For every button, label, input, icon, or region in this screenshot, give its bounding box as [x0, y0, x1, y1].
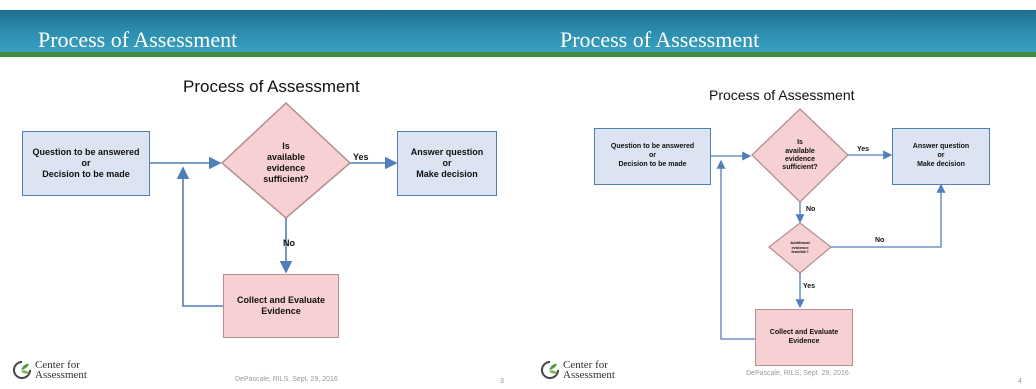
slide-header: Process of Assessment [518, 10, 1036, 52]
decision-diamond-text: Is available evidence sufficient? [236, 128, 336, 198]
answer-box: Answer question or Make decision [892, 128, 990, 185]
question-box-line-2: or [649, 152, 656, 160]
header-accent-bar [518, 52, 1036, 57]
question-box: Question to be answered or Decision to b… [22, 131, 150, 196]
logo-text-line-2: Assessment [563, 369, 615, 381]
question-box-line-3: Decision to be made [618, 160, 687, 168]
decision-line-1: Is [282, 141, 290, 152]
slide-footer: DePascale, RILS, Sept. 29, 2016 [235, 376, 338, 383]
yes-label-sufficient: Yes [857, 146, 870, 153]
question-box: Question to be answered or Decision to b… [594, 128, 711, 185]
diagram-title: Process of Assessment [709, 87, 855, 103]
collect-box-line-1: Collect and Evaluate [236, 294, 326, 305]
feasible-diamond-text: Additional evidence feasible? [780, 236, 820, 260]
decision-line-3: evidence [785, 156, 815, 163]
decision-line-3: evidence [266, 163, 306, 173]
slide-header-title: Process of Assessment [38, 27, 238, 52]
answer-box: Answer question or Make decision [397, 131, 497, 196]
no-label: No [283, 238, 295, 248]
decision-line-2: available [266, 152, 305, 163]
collect-box-line-1: Collect and Evaluate [769, 328, 839, 336]
question-box-line-1: Question to be answered [610, 143, 695, 151]
answer-box-line-3: Make decision [917, 160, 965, 168]
collect-box-line-2: Evidence [261, 306, 301, 316]
diagram-title: Process of Assessment [183, 77, 360, 96]
logo-text-line-2: Assessment [35, 369, 87, 381]
slide-header-title: Process of Assessment [560, 27, 760, 52]
feasible-line-1: Additional [790, 239, 810, 245]
header-accent-bar [0, 52, 518, 57]
logo-text-line-1: Center for [35, 359, 80, 371]
answer-box-line-2: or [442, 157, 452, 168]
question-box-line-1: Question to be answered [32, 146, 140, 157]
feasible-line-3: feasible? [791, 249, 809, 255]
slide-3: Process of Assessment Process of Assessm… [0, 10, 518, 385]
no-label-feasible: No [875, 237, 885, 244]
flowchart-connectors [711, 108, 946, 340]
slide-header: Process of Assessment [0, 10, 518, 52]
decision-line-4: sufficient? [782, 164, 818, 172]
center-for-assessment-logo: Center for Assessment [12, 359, 87, 381]
decision-line-2: available [785, 147, 815, 155]
page-number: 3 [500, 378, 504, 385]
yes-label-feasible: Yes [803, 283, 816, 290]
logo-leaf-icon [13, 361, 31, 379]
answer-box-line-2: or [937, 152, 945, 160]
page-number: 4 [1018, 378, 1022, 385]
slide-4: Process of Assessment Process of Assessm… [518, 0, 1036, 389]
no-label-sufficient: No [806, 206, 816, 213]
decision-line-4: sufficient? [263, 173, 309, 184]
answer-box-line-1: Answer question [912, 143, 970, 151]
logo-text-line-1: Center for [563, 359, 608, 371]
question-box-line-3: Decision to be made [42, 169, 130, 180]
question-box-line-2: or [81, 157, 91, 168]
center-for-assessment-logo: Center for Assessment [540, 359, 615, 381]
logo-leaf-icon [541, 361, 559, 379]
flowchart-connectors [150, 101, 398, 307]
decision-line-1: Is [797, 139, 803, 147]
yes-label: Yes [353, 152, 369, 162]
collect-evidence-box: Collect and Evaluate Evidence [223, 274, 339, 338]
answer-box-line-1: Answer question [410, 146, 484, 157]
slide-footer: DePascale, RILS, Sept. 29, 2016 [746, 370, 849, 377]
answer-box-line-3: Make decision [416, 169, 478, 180]
decision-diamond-text: Is available evidence sufficient? [764, 130, 836, 182]
feasible-line-2: evidence [791, 244, 809, 250]
collect-box-line-2: Evidence [788, 337, 820, 345]
collect-evidence-box: Collect and Evaluate Evidence [755, 309, 853, 366]
